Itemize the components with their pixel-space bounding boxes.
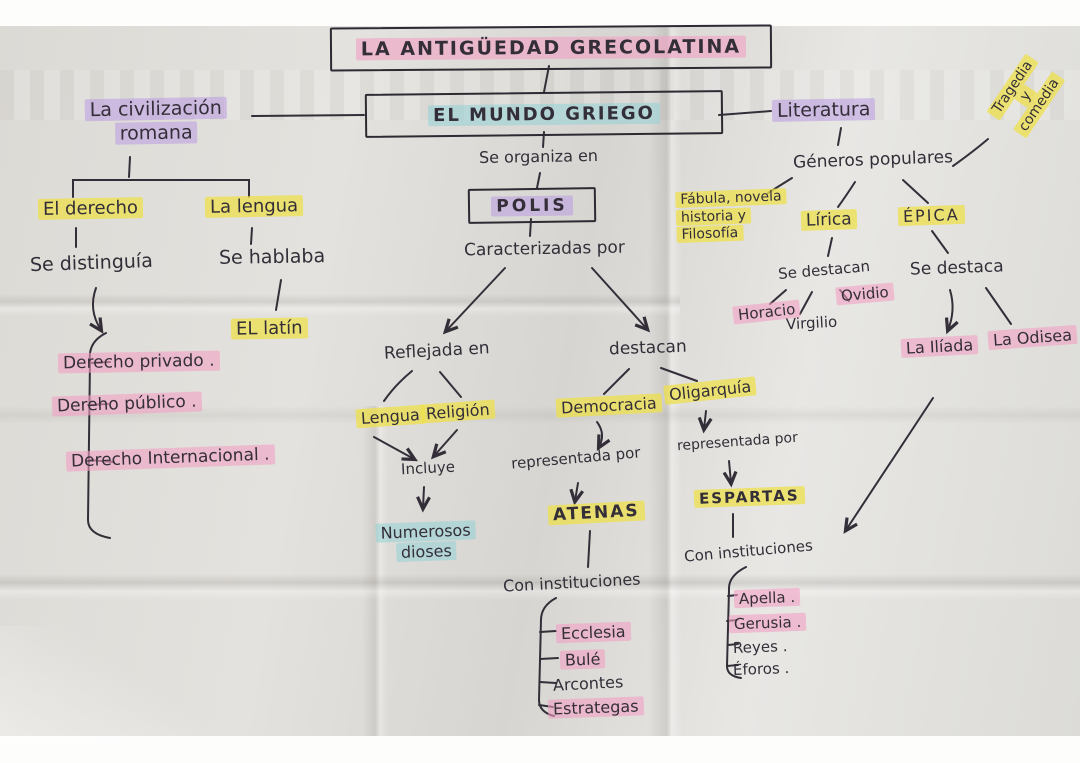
node-lirica: Lírica — [800, 209, 857, 232]
list-item-ecclesia: Ecclesia — [555, 621, 631, 645]
node-literatura: Literatura — [771, 98, 876, 124]
map-title: LA ANTIGÜEDAD GRECOLATINA — [355, 35, 747, 61]
label-destacan: destacan — [608, 336, 688, 360]
paper-crease — [0, 626, 260, 746]
label-se-distinguia: Se distinguía — [29, 249, 154, 277]
title-box: LA ANTIGÜEDAD GRECOLATINA — [329, 24, 773, 72]
list-item-bule: Bulé — [559, 649, 606, 671]
list-item-gerusia: Gerusia . — [728, 612, 807, 634]
list-item-arcontes: Arcontes — [552, 672, 624, 695]
node-el-derecho: El derecho — [37, 197, 144, 221]
node-el-latin: EL latín — [230, 317, 308, 341]
label-se-organiza-en: Se organiza en — [478, 145, 599, 168]
node-la-lengua: La lengua — [204, 195, 304, 219]
polis-box: POLIS — [467, 187, 597, 224]
node-espartas: ESPARTAS — [693, 486, 805, 509]
node-la-iliada: La Ilíada — [900, 334, 979, 359]
node-polis: POLIS — [491, 194, 573, 217]
label-caracterizadas-por: Caracterizadas por — [463, 237, 626, 261]
list-item-estrategas: Estrategas — [547, 696, 644, 719]
list-item-reyes: Reyes . — [732, 637, 788, 657]
paper-crease — [362, 406, 388, 736]
node-virgilio: Virgilio — [785, 312, 838, 334]
root-node: EL MUNDO GRIEGO — [427, 102, 661, 126]
label-se-hablaba: Se hablaba — [218, 245, 326, 269]
node-epica: ÉPICA — [897, 204, 965, 227]
mundo-griego-box: EL MUNDO GRIEGO — [364, 90, 724, 138]
list-item-eforos: Éforos . — [732, 659, 790, 679]
node-numerosos-dioses: Numerosos dioses — [369, 520, 482, 564]
node-fabula-novela: Fábula, novela historia y Filosofía — [675, 188, 795, 245]
list-item-apella: Apella . — [733, 587, 801, 609]
paper-crease — [0, 294, 680, 316]
list-item-derecho-privado: Derecho privado . — [57, 350, 220, 375]
node-civilizacion-romana: La civilización romana — [58, 96, 255, 147]
label-incluye: Incluye — [400, 457, 456, 479]
label-se-destaca: Se destaca — [909, 256, 1004, 280]
